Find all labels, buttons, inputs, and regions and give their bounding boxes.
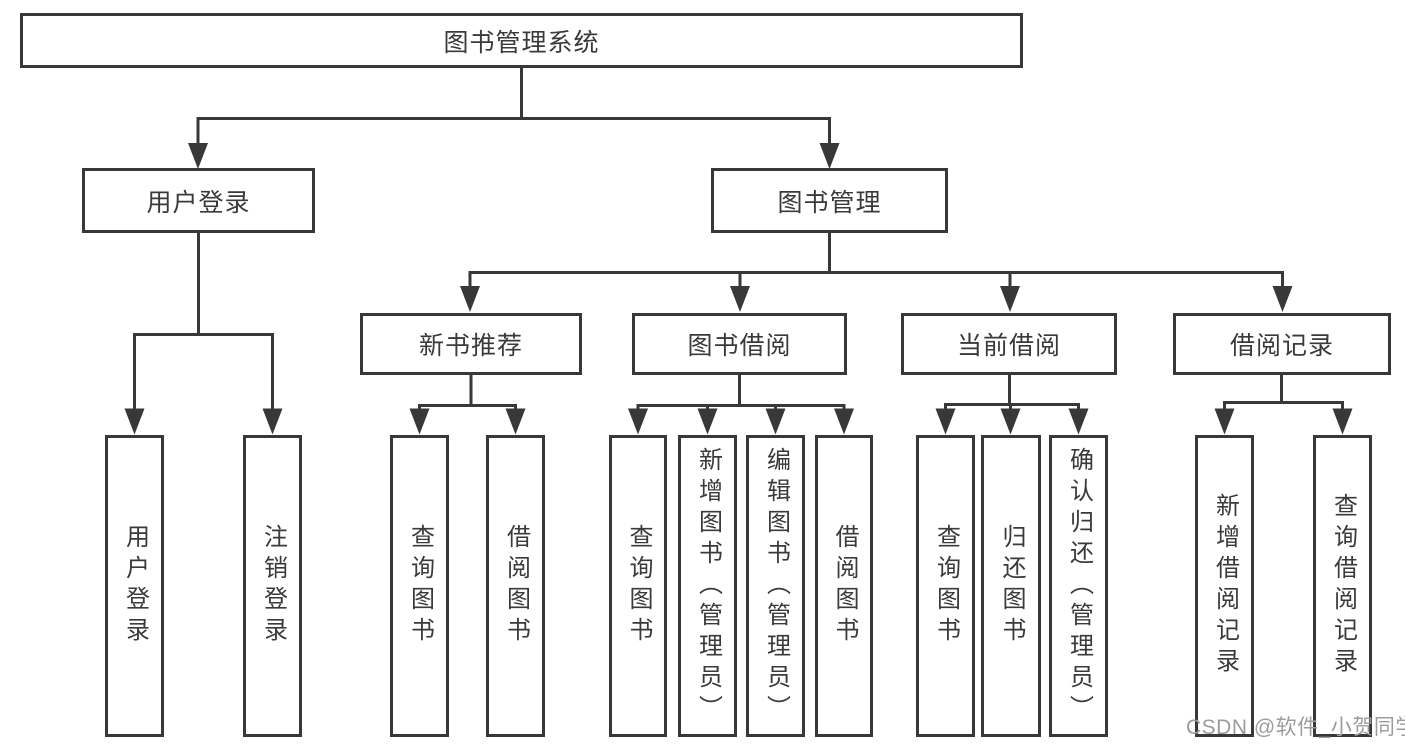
arrow-down-icon [505,408,526,435]
leaf-add-borrow-record: 新增借阅记录 [1195,435,1254,737]
leaf-edit-book-admin: 编辑图书（管理员） [746,435,805,737]
leaf-borrow-book: 借阅图书 [486,435,545,737]
node-current-borrow: 当前借阅 [901,313,1117,375]
node-user-login: 用户登录 [82,168,315,233]
connector-bookmgmt-to-level3 [468,233,1284,287]
node-borrow-records: 借阅记录 [1173,313,1391,375]
arrow-down-icon [697,408,718,435]
arrow-down-icon [262,408,283,435]
node-book-borrow: 图书借阅 [632,313,847,375]
arrow-down-icon [409,408,430,435]
leaf-borrow-book: 借阅图书 [815,435,873,737]
arrow-down-icon [460,286,480,312]
arrow-down-icon [1068,408,1089,435]
arrow-down-icon [935,408,956,435]
leaf-query-book: 查询图书 [390,435,449,737]
node-book-management: 图书管理 [711,168,948,233]
leaf-logout-login: 注销登录 [243,435,302,737]
arrow-down-icon [124,408,145,435]
arrow-down-icon [1272,286,1293,312]
leaf-user-login: 用户登录 [105,435,164,737]
leaf-query-book: 查询图书 [916,435,975,737]
arrow-down-icon [188,143,208,169]
arrow-down-icon [765,408,786,435]
leaf-return-book: 归还图书 [981,435,1041,737]
arrow-down-icon [1214,408,1235,435]
arrow-down-icon [1332,408,1353,435]
connector-userlogin-to-leaves [133,233,274,409]
connector-root-to-level2 [196,68,831,144]
connector-newbook-to-leaves [418,375,517,409]
leaf-query-book: 查询图书 [609,435,667,737]
arrow-down-icon [819,143,840,169]
arrow-down-icon [730,286,750,312]
leaf-confirm-return-admin: 确认归还（管理员） [1049,435,1108,737]
leaf-query-borrow-record: 查询借阅记录 [1313,435,1372,737]
arrow-down-icon [1000,286,1020,312]
csdn-watermark: CSDN @软件_小贺同学 [1186,716,1405,739]
arrow-down-icon [1000,408,1021,435]
arrow-down-icon [628,408,648,435]
connector-borrowrecords-to-leaves [1223,375,1344,409]
connector-bookborrow-to-leaves [636,375,846,409]
node-root-system: 图书管理系统 [20,13,1023,68]
arrow-down-icon [834,408,854,435]
node-new-book-recommend: 新书推荐 [360,313,582,375]
connector-currentborrow-to-leaves [944,375,1080,409]
leaf-add-book-admin: 新增图书（管理员） [678,435,737,737]
